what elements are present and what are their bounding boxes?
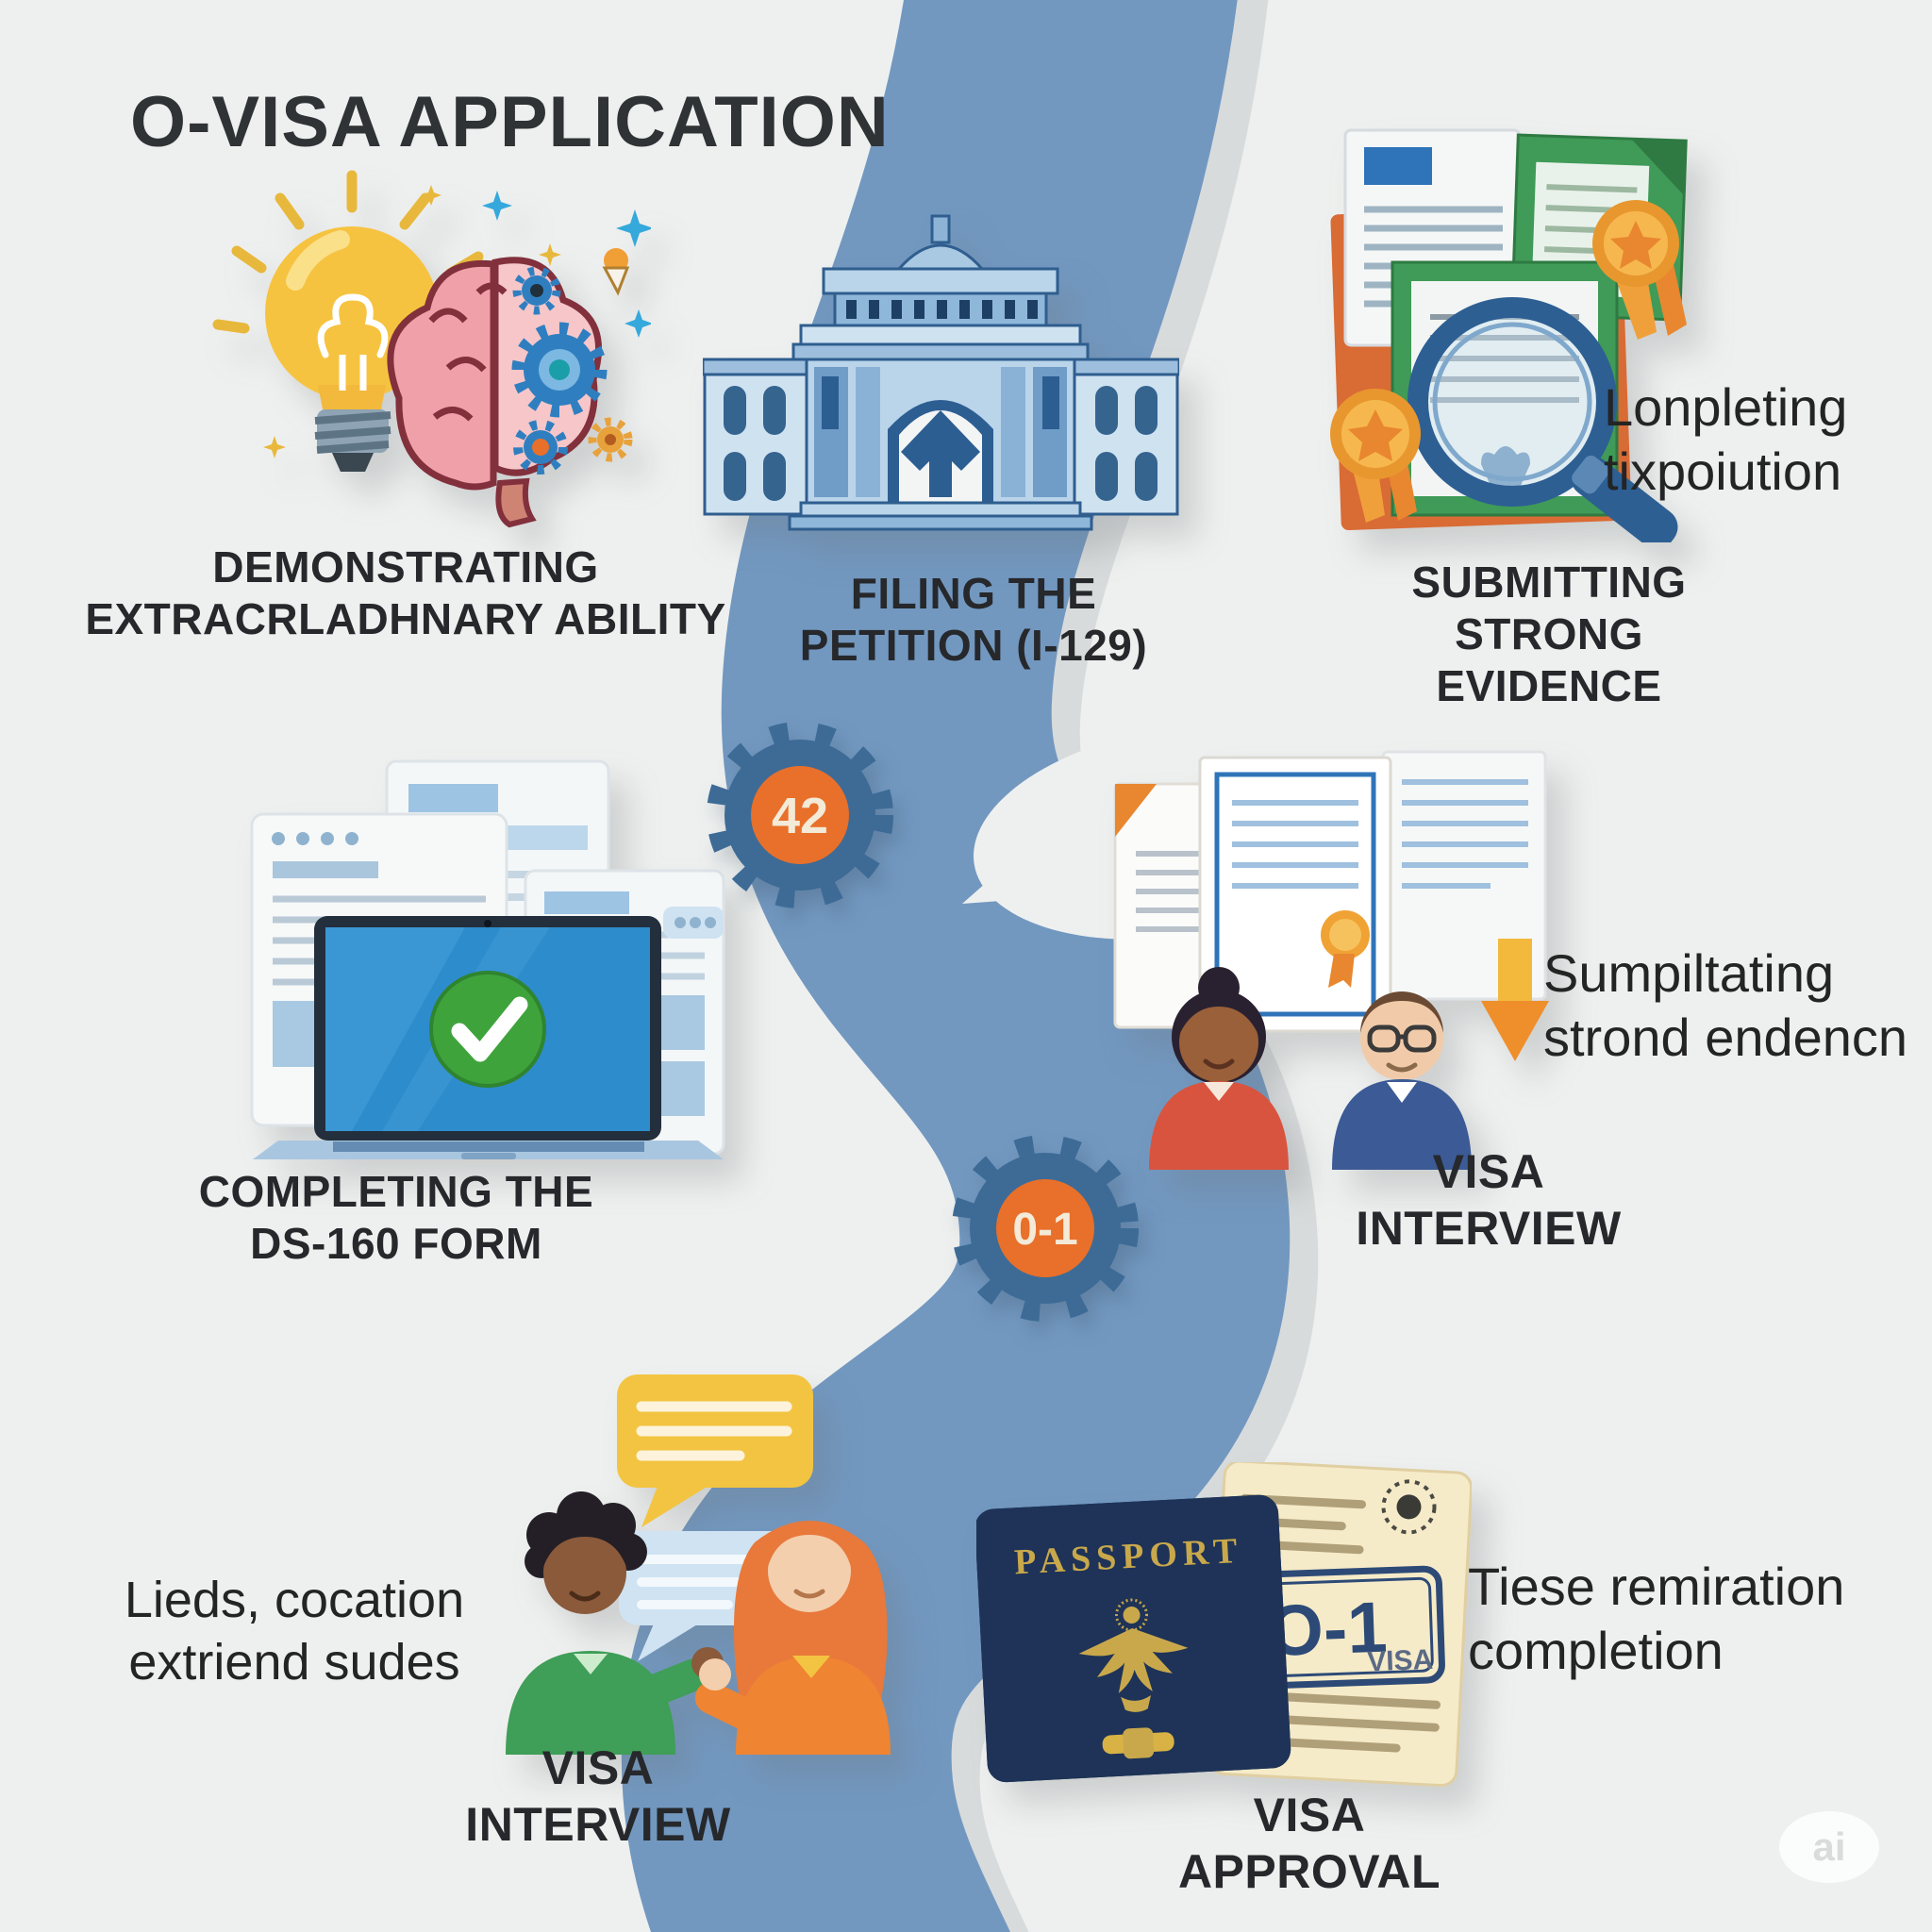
- milestone-badge-0-1: 0-1: [952, 1135, 1139, 1322]
- down-arrow: [1481, 939, 1549, 1061]
- o1-stamp: O-1 VISA: [1249, 1565, 1445, 1690]
- approval-side-line2: completion: [1468, 1621, 1724, 1681]
- applicant-woman: [1149, 967, 1289, 1170]
- approval-label-text: VISA APPROVAL: [1177, 1789, 1441, 1898]
- step-demonstrating-line1: DEMONSTRATING: [212, 542, 599, 591]
- interview-left-side-line1: Lieds, cocation: [124, 1572, 465, 1628]
- laptop-checkmark-icon: [250, 759, 725, 1159]
- step-submitting-label: SUBMITTING STRONG EVIDENCE: [1360, 557, 1738, 713]
- interview-left-side-note: Lieds, cocation extriend sudes: [96, 1570, 492, 1694]
- interviewer-man: [1332, 991, 1472, 1170]
- visa-stamp-text: VISA: [1367, 1644, 1434, 1677]
- step-interview-right-label: VISA INTERVIEW: [1300, 1143, 1677, 1257]
- interview-right-side-line1: Sumpiltating: [1543, 943, 1835, 1003]
- eagle-emblem: [1078, 1598, 1189, 1712]
- step-filing-label: FILING THE PETITION (I-129): [785, 568, 1162, 672]
- sparkle-stars: [263, 185, 651, 458]
- passport-cover: PASSPORT: [976, 1494, 1291, 1783]
- submitting-side-line1: Lonpleting: [1604, 377, 1848, 437]
- step-demonstrating-label: DEMONSTRATING EXTRACRLADHNARY ABILITY: [57, 541, 755, 645]
- ai-watermark-badge: ai: [1779, 1811, 1879, 1883]
- wing-windows: [724, 386, 1158, 501]
- interview-left-side-line2: extriend sudes: [128, 1633, 460, 1690]
- woman-orange: [694, 1521, 891, 1755]
- interview-documents-icon: [1113, 750, 1549, 1170]
- step-demonstrating-line2: EXTRACRLADHNARY ABILITY: [85, 594, 726, 644]
- step-submitting-line2: STRONG EVIDENCE: [1436, 609, 1662, 711]
- milestone-badge-42: 42: [707, 722, 893, 908]
- lightbulb-brain-icon: [212, 170, 651, 528]
- submitting-side-line2: tixpoiution: [1604, 441, 1842, 502]
- evidence-documents-magnifier-icon: [1330, 128, 1688, 542]
- speech-bubble-yellow: [617, 1374, 813, 1527]
- page-title: O-VISA APPLICATION: [130, 82, 890, 162]
- medal-left: [1330, 389, 1421, 523]
- badge-42-text: 42: [772, 788, 828, 844]
- ai-watermark-text: ai: [1812, 1824, 1846, 1869]
- submitting-side-note: Lonpleting tixpoiution: [1604, 375, 1847, 505]
- man-green: [506, 1491, 724, 1755]
- interview-right-label-text: VISA INTERVIEW: [1356, 1145, 1622, 1255]
- step-ds160-label: COMPLETING THE DS-160 FORM: [160, 1166, 632, 1270]
- passport-visa-icon: O-1 VISA PASSPORT: [976, 1462, 1472, 1788]
- laptop: [253, 916, 724, 1159]
- step-ds160-line1: COMPLETING THE: [198, 1167, 594, 1216]
- step-approval-label: VISA APPROVAL: [1121, 1787, 1498, 1900]
- frieze-dentils: [846, 300, 1038, 319]
- o1-stamp-text: O-1: [1266, 1588, 1389, 1672]
- medal-top-right: [1592, 200, 1687, 340]
- interview-right-side-note: Sumpiltating strond endencn: [1543, 941, 1907, 1071]
- step-submitting-line1: SUBMITTING: [1411, 558, 1687, 607]
- magnifier: [1407, 297, 1678, 542]
- step-ds160-line2: DS-160 FORM: [250, 1219, 542, 1269]
- badge-0-1-text: 0-1: [1012, 1205, 1077, 1255]
- approval-side-line1: Tiese remiration: [1468, 1557, 1845, 1616]
- interview-left-label-text: VISA INTERVIEW: [465, 1741, 731, 1851]
- step-filing-line1: FILING THE: [850, 569, 1097, 618]
- approval-side-note: Tiese remiration completion: [1468, 1555, 1844, 1684]
- interview-right-side-line2: strond endencn: [1543, 1008, 1908, 1068]
- conversation-people-icon: [506, 1374, 891, 1755]
- doodle-cone: [602, 248, 630, 296]
- brain-gears: [511, 266, 633, 475]
- interview-documents: [1113, 750, 1547, 1033]
- step-interview-left-label: VISA INTERVIEW: [409, 1740, 787, 1853]
- up-arrow: [901, 410, 980, 497]
- government-building-icon: [703, 214, 1179, 531]
- step-filing-line2: PETITION (I-129): [799, 621, 1148, 671]
